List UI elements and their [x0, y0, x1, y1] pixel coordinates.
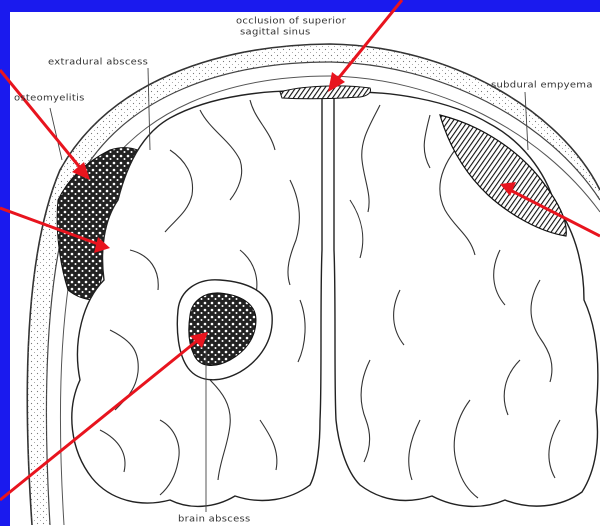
- label-extradural-abscess: extradural abscess: [48, 58, 148, 67]
- sagittal-sinus-occlusion: [280, 86, 371, 99]
- label-brain-abscess: brain abscess: [178, 515, 251, 524]
- label-occlusion-superior-sagittal-sinus-line1: occlusion of superior: [236, 17, 346, 26]
- label-osteomyelitis: osteomyelitis: [14, 94, 85, 103]
- label-occlusion-superior-sagittal-sinus-line2: sagittal sinus: [240, 28, 310, 37]
- arrow-osteomyelitis: [0, 70, 90, 180]
- label-subdural-empyema: subdural empyema: [491, 81, 593, 90]
